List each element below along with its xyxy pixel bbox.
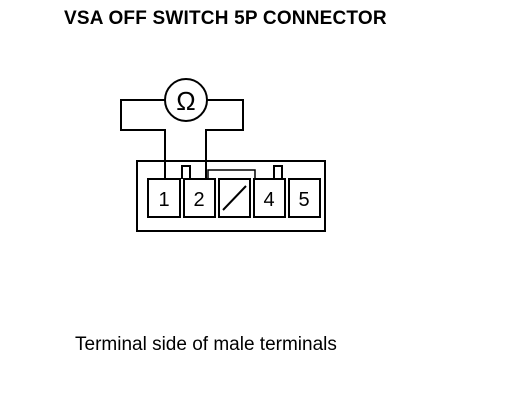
terminal-label-2: 2 <box>193 189 204 211</box>
diagram-title: VSA OFF SWITCH 5P CONNECTOR <box>64 8 387 29</box>
connector-housing <box>136 160 326 232</box>
connector-lock-tab <box>207 169 256 179</box>
terminal-cavity-3-blank <box>218 178 251 218</box>
diagram-caption: Terminal side of male terminals <box>75 334 337 355</box>
ohm-symbol: Ω <box>176 86 195 116</box>
terminal-cavity-4 <box>253 178 286 218</box>
probe-lead-left <box>120 99 166 180</box>
probe-lead-right <box>205 99 244 180</box>
terminal-cavity-5 <box>288 178 321 218</box>
terminal-label-1: 1 <box>158 189 169 211</box>
terminal-label-4: 4 <box>263 189 274 211</box>
connector-lock-tab <box>273 165 283 179</box>
terminal-cavity-1 <box>147 178 181 218</box>
connector-lock-tab <box>181 165 191 179</box>
blank-cavity-slash <box>222 185 247 211</box>
ohmmeter-icon: Ω <box>164 78 208 122</box>
terminal-label-5: 5 <box>298 189 309 211</box>
terminal-cavity-2 <box>183 178 216 218</box>
